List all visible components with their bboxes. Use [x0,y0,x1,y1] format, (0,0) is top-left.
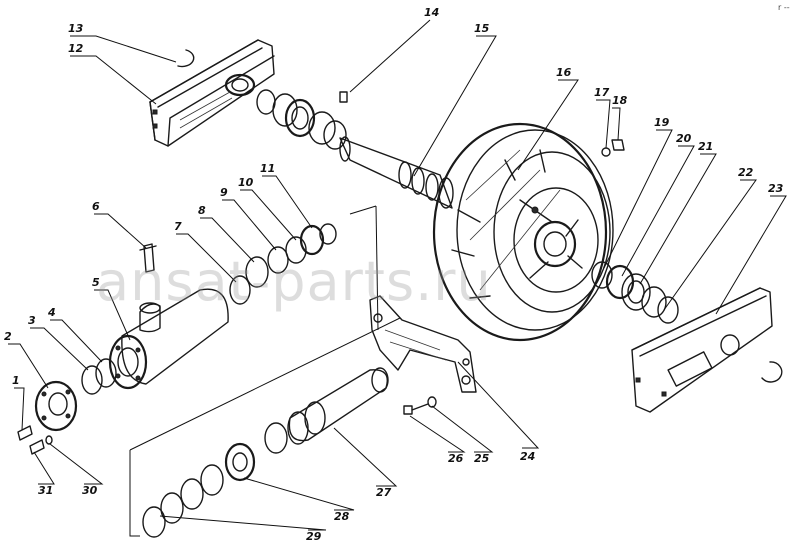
left-bracket [149,39,275,147]
label-5: 5 [92,276,100,289]
label-10: 10 [238,176,254,189]
label-1: 1 [12,374,20,387]
label-19: 19 [654,116,670,129]
label-29: 29 [306,530,322,543]
watermark: ansat-parts.ru [96,250,492,313]
label-15: 15 [474,22,490,35]
seal-rings-left [256,89,347,150]
label-7: 7 [174,220,182,233]
shaft-15 [339,136,454,209]
label-25: 25 [474,452,490,465]
flange-2 [34,380,78,432]
label-27: 27 [376,486,392,499]
label-23: 23 [768,182,784,195]
label-16: 16 [556,66,572,79]
label-26: 26 [448,452,464,465]
corner-mark: r -- [778,3,790,12]
label-13: 13 [68,22,84,35]
label-21: 21 [698,140,713,153]
label-4: 4 [47,306,56,319]
bolt-17-18 [601,139,625,157]
label-31: 31 [38,484,53,497]
label-9: 9 [220,186,228,199]
seal-rings-right [591,261,679,324]
label-30: 30 [82,484,98,497]
rings-7-11 [229,223,337,305]
grease-fitting-14 [339,91,348,103]
snap-ring-right [761,361,783,383]
label-22: 22 [738,166,754,179]
idler-wheel-16 [432,122,614,342]
snap-ring-13 [177,49,195,68]
assembly-lines [129,205,401,537]
label-8: 8 [198,204,206,217]
label-20: 20 [676,132,692,145]
label-11: 11 [260,162,275,175]
label-14: 14 [424,6,439,19]
yoke-24 [369,295,477,393]
label-17: 17 [594,86,610,99]
label-3: 3 [28,314,36,327]
label-12: 12 [68,42,84,55]
label-24: 24 [520,450,535,463]
rings-3-4 [81,358,117,395]
label-18: 18 [612,94,628,107]
rings-28-29 [142,422,288,538]
bolt-25-26 [403,396,437,415]
fitting-6 [139,243,157,273]
piston-27 [287,367,389,445]
right-bracket [631,287,773,413]
label-28: 28 [334,510,350,523]
bolts-1-30-31 [17,425,53,455]
label-2: 2 [4,330,12,343]
label-6: 6 [92,200,100,213]
part-labels: 1 2 3 4 5 6 7 8 9 10 11 12 13 14 15 16 1… [4,6,784,543]
leader-lines [8,19,787,531]
